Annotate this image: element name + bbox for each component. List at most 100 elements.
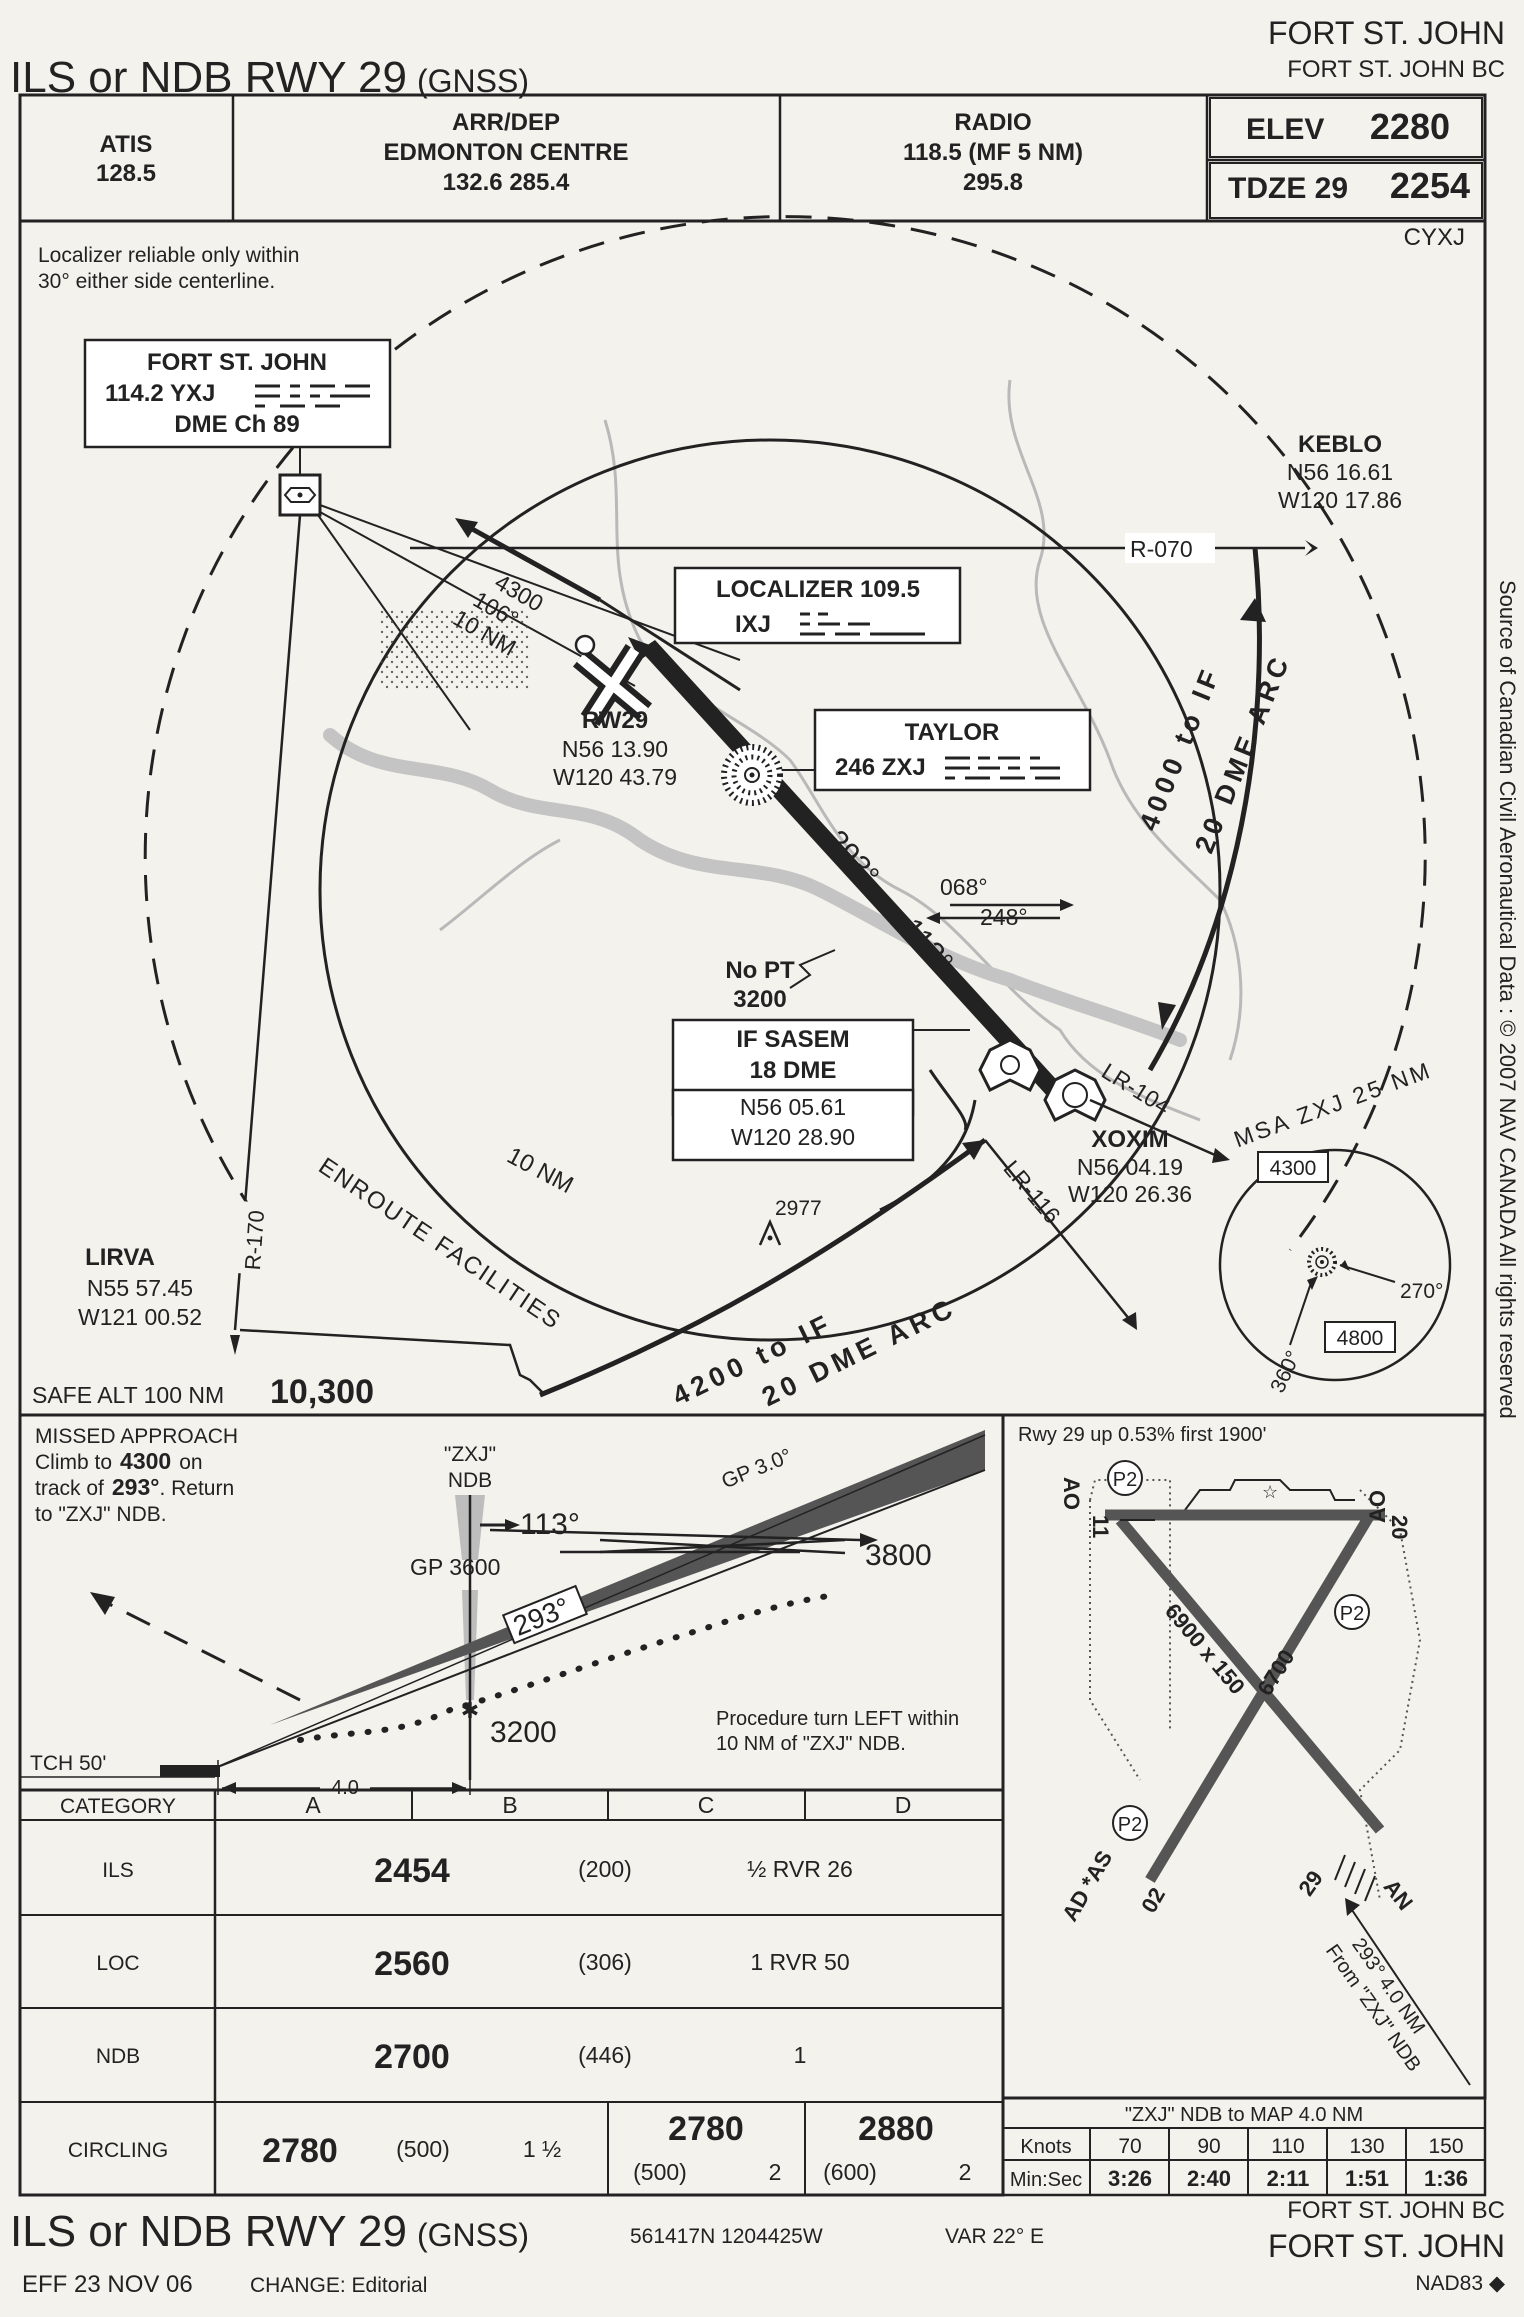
svg-text:(500): (500) [633,2159,687,2185]
procedure-turn-note-2: 10 NM of "ZXJ" NDB. [716,1733,906,1755]
localizer-morse-icon [800,612,925,636]
safe-altitude-line [239,1328,546,1396]
airport-diagram: Rwy 29 up 0.53% first 1900' ☆ 6900 x 150… [1001,1413,1487,2100]
svg-text:LOC: LOC [96,1952,139,1975]
minima-header-d: D [895,1792,912,1818]
vor-info-box [83,338,392,449]
enroute-facilities-ring [143,215,1427,1251]
msa-bearing-270: 270° [1400,1280,1443,1303]
runway-11-29 [1115,1516,1385,1834]
profile-distance: 4.0 [331,1777,359,1799]
runway-gradient-note: Rwy 29 up 0.53% first 1900' [1018,1424,1266,1446]
svg-text:(200): (200) [578,1856,632,1882]
svg-text:CIRCLING: CIRCLING [68,2139,168,2162]
timing-knots-150: 150 [1428,2135,1463,2158]
missed-approach-track [463,522,602,603]
enroute-facilities-label: ENROUTE FACILITIES [314,1153,567,1336]
runway-02-20 [1145,1512,1375,1883]
timing-time-150: 1:36 [1424,2166,1468,2191]
ndb-taylor-icon [721,744,783,806]
svg-text:2454: 2454 [374,1852,450,1890]
runway-end-ao-2: AO [1365,1490,1390,1523]
svg-text:2780: 2780 [262,2132,338,2170]
svg-text:P2: P2 [1340,1603,1364,1625]
procedure-turn-path [297,1592,838,1743]
radio-label: RADIO [954,109,1031,136]
localizer-info-box [673,566,962,645]
msa-altitude-2: 4800 [1337,1327,1384,1350]
chart-header: ILS or NDB RWY 29(GNSS) FORT ST. JOHN FO… [10,15,1505,102]
vor-frequency: 114.2 YXJ [105,380,215,407]
svg-text:P2: P2 [1113,1469,1137,1491]
localizer-note-1: Localizer reliable only within [38,244,299,267]
svg-text:✱: ✱ [461,1698,479,1723]
runway-end-20: 20 [1387,1515,1412,1539]
elev-value: 2280 [1370,106,1450,147]
lirva-lon: W121 00.52 [78,1304,202,1330]
keblo-name: KEBLO [1298,431,1382,458]
glidepath-angle: GP 3.0° [718,1444,795,1493]
obstacle-elevation: 2977 [775,1197,822,1220]
timing-time-70: 3:26 [1108,2166,1152,2191]
p2-marker-3: P2 [1112,1805,1148,1841]
missed-approach-title: MISSED APPROACH [35,1425,238,1448]
if-dme: 18 DME [750,1057,837,1084]
lead-radial-116 [984,1139,1131,1321]
plan-view: CYXJ Localizer reliable only within 30° … [18,215,1487,1417]
atis-frequency: 128.5 [96,160,156,187]
river-line-2 [1007,379,1243,1061]
profile-missed-track [104,1600,301,1702]
radial-r070-label: R-070 [1130,536,1193,562]
profile-outbound-course: 113° [520,1508,580,1541]
runway-end-29: 29 [1293,1866,1328,1900]
radio-frequency-2: 295.8 [963,169,1023,196]
river-line-3 [439,838,561,932]
runway-end-an: AN [1379,1874,1418,1914]
if-lat: N56 05.61 [740,1094,846,1120]
svg-text:2: 2 [959,2159,972,2185]
radial-r170 [233,514,302,1331]
magnetic-variation: VAR 22° E [945,2225,1044,2248]
radio-frequency-1: 118.5 (MF 5 NM) [903,139,1083,166]
taylor-ident: 246 ZXJ [835,754,926,781]
elev-label: ELEV [1246,113,1324,146]
lead-radial-104-label: LR-104 [1097,1058,1175,1120]
localizer-antenna-icon [574,634,596,656]
lead-radial-116-label: LR-116 [998,1155,1065,1228]
profile-inbound-course: 293° [509,1591,574,1641]
p2-marker-1: P2 [1107,1460,1143,1496]
footer-city: FORT ST. JOHN [1268,2228,1505,2264]
minima-header-a: A [305,1792,321,1818]
profile-ndb-label: NDB [448,1469,492,1492]
ten-nm-ring [318,438,1222,1342]
copyright-notice: Source of Canadian Civil Aeronautical Da… [1495,580,1520,1419]
msa-altitude-1: 4300 [1270,1157,1317,1180]
tdze-label: TDZE 29 [1228,172,1348,205]
taylor-name: TAYLOR [905,719,1000,746]
svg-text:2700: 2700 [374,2038,450,2076]
lirva-name: LIRVA [85,1244,155,1271]
rw29-lon: W120 43.79 [553,764,677,790]
localizer-label: LOCALIZER 109.5 [716,576,920,603]
arrdep-label: ARR/DEP [452,109,560,136]
timing-title: "ZXJ" NDB to MAP 4.0 NM [1125,2104,1363,2126]
profile-alt-3200: 3200 [490,1716,557,1749]
no-pt-label: No PT [725,957,795,984]
vor-name: FORT ST. JOHN [147,349,327,376]
keblo-lat: N56 16.61 [1287,459,1393,485]
airport-symbol [572,644,653,726]
timing-knots-110: 110 [1271,2135,1304,2158]
arrdep-name: EDMONTON CENTRE [384,139,629,166]
if-name: IF SASEM [736,1026,849,1053]
timing-knots-70: 70 [1118,2135,1141,2158]
effective-date: EFF 23 NOV 06 [22,2271,193,2298]
profile-alt-3800: 3800 [865,1539,932,1572]
svg-text:NDB: NDB [96,2045,140,2068]
footer-title: ILS or NDB RWY 29(GNSS) [10,2207,529,2256]
msa-bearing-360: 360° [1266,1347,1305,1396]
missed-approach-line-4: to "ZXJ" NDB. [35,1503,167,1526]
obstacle-icon [758,1218,782,1246]
